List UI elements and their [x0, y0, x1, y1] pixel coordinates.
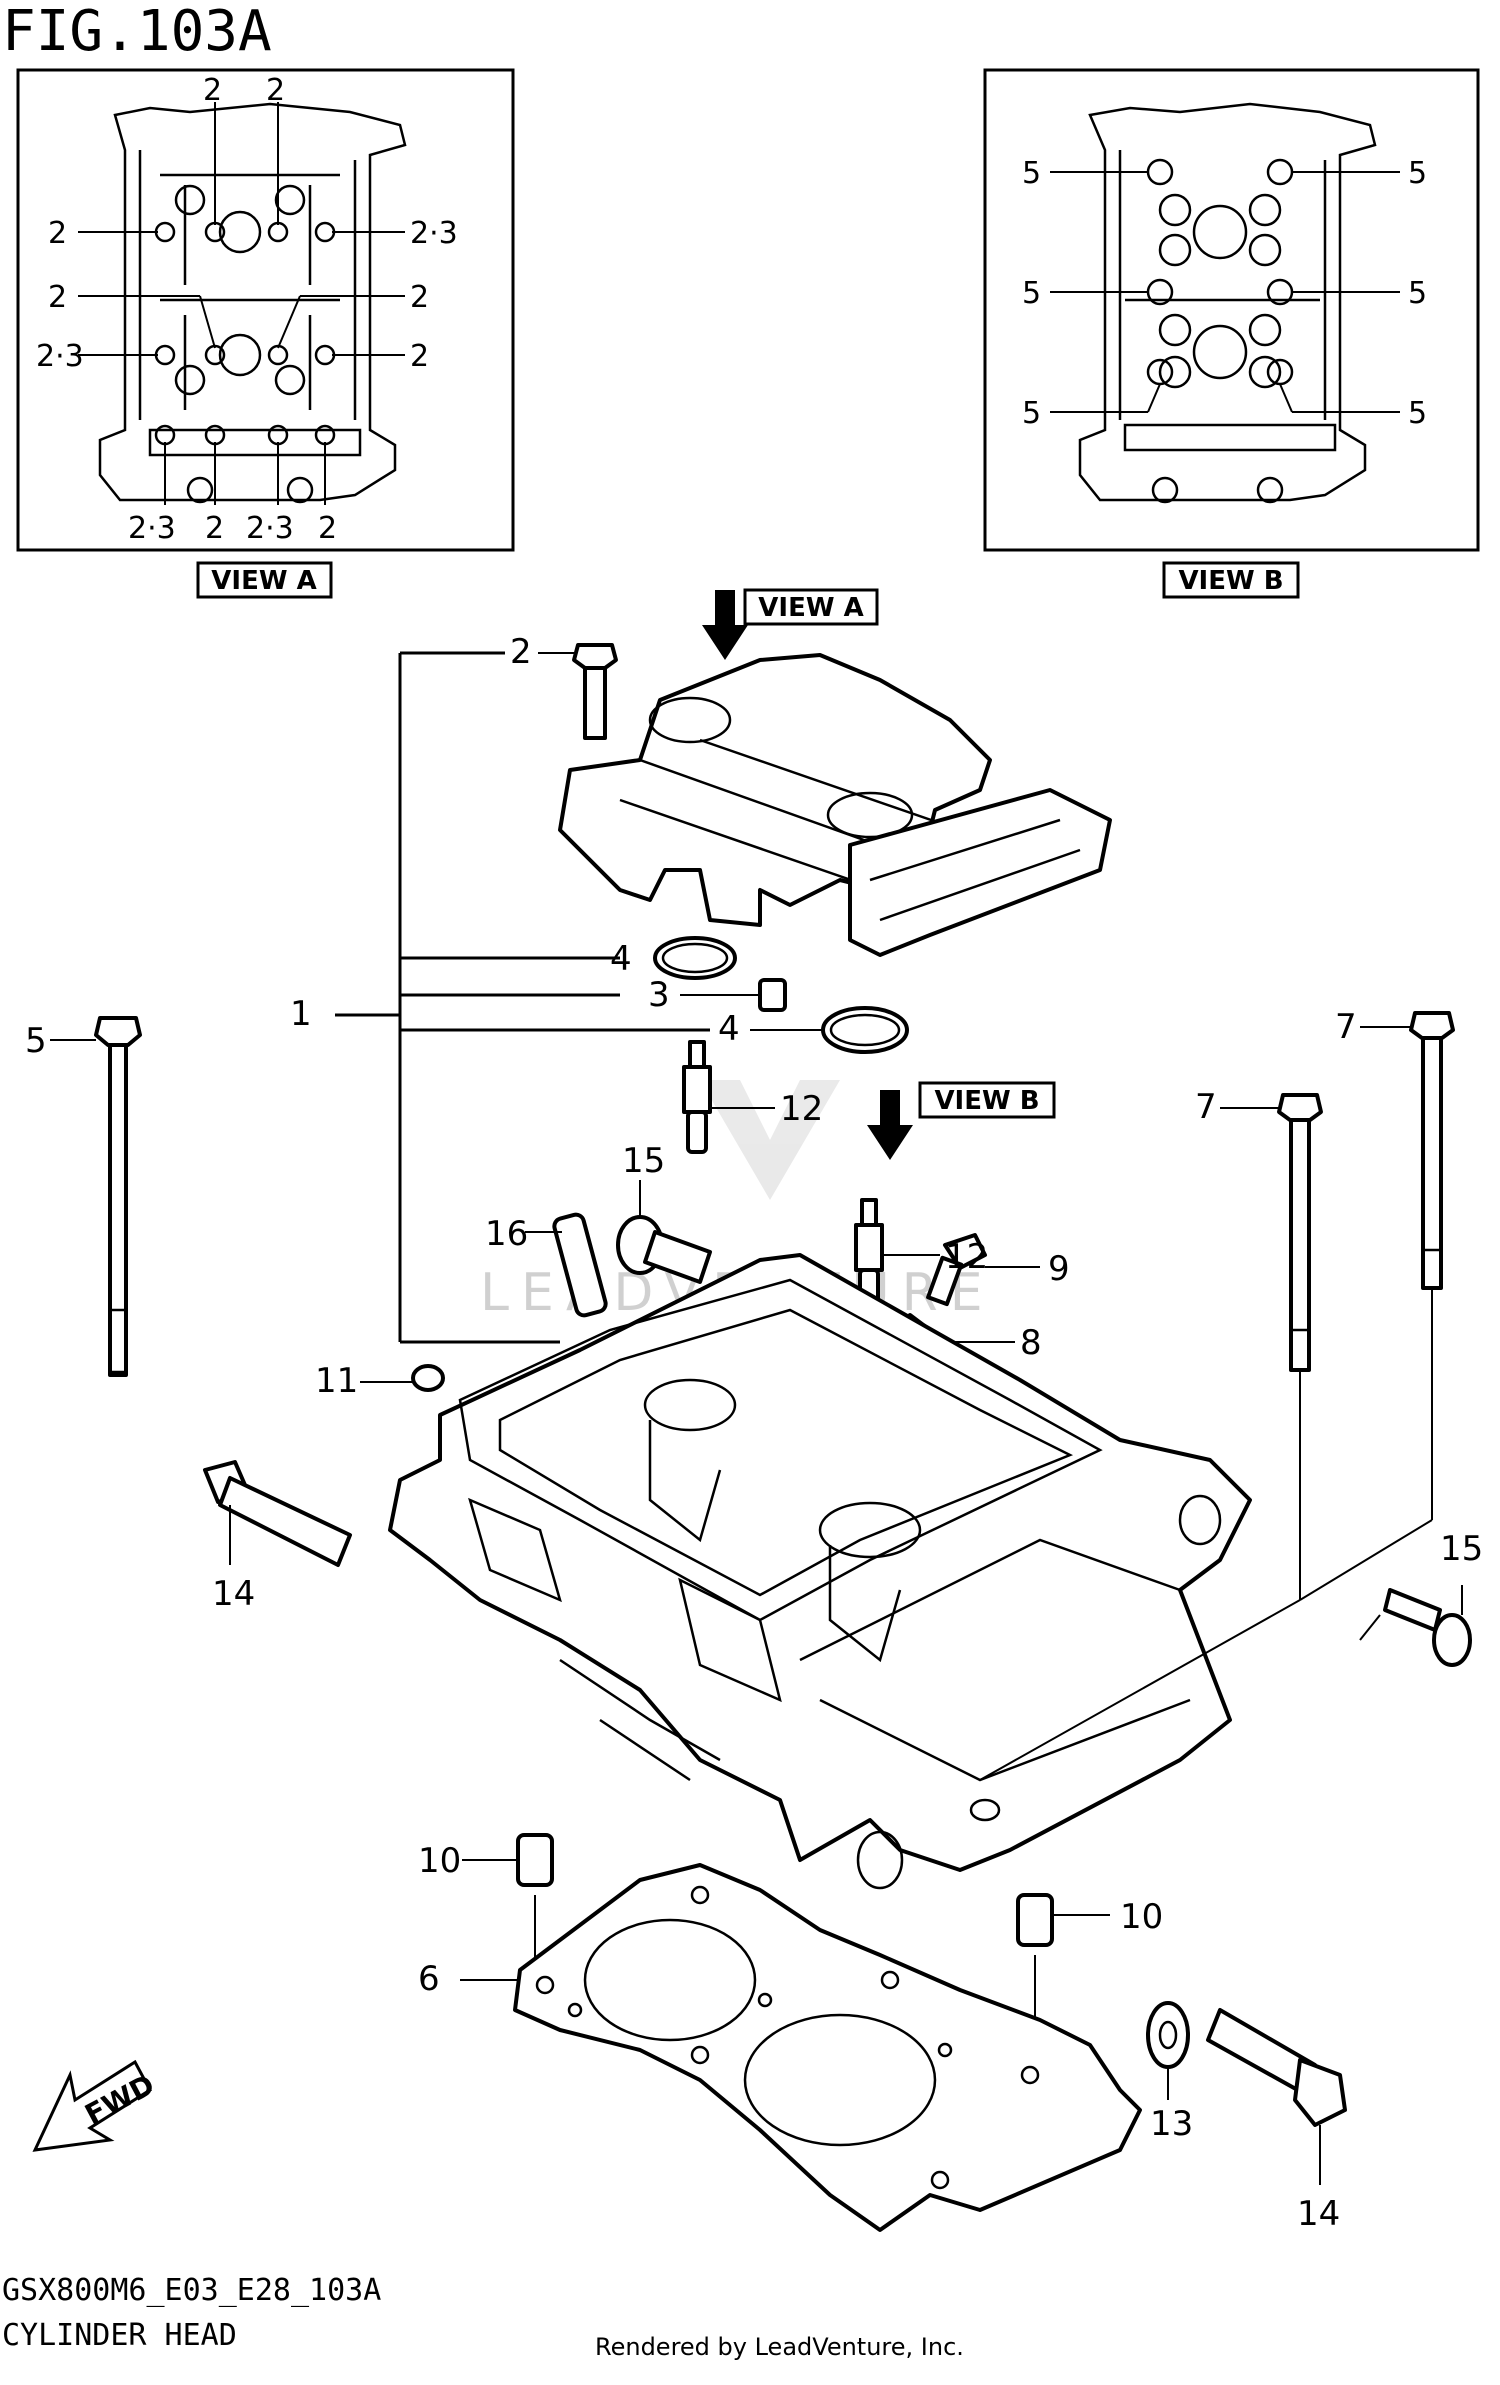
- callout-part-2: 2: [510, 632, 532, 672]
- leader-lines-right: [979, 1288, 1433, 1781]
- part-16-fitting: [525, 1212, 608, 1318]
- part-1-bracket: [335, 651, 710, 1344]
- callout-part-16: 16: [485, 1214, 528, 1254]
- view-b-callout: 5: [1022, 396, 1041, 431]
- part-5-head-bolt: [50, 1016, 142, 1377]
- figure-title: CYLINDER HEAD: [2, 2318, 237, 2353]
- view-b-inset: 5 5 5 5 5 5: [983, 68, 1480, 552]
- part-15-bolt: [1359, 1585, 1472, 1667]
- part-14-bolt: [1206, 2008, 1347, 2185]
- part-14-bolt: [203, 1460, 352, 1567]
- view-a-arrow: [702, 590, 748, 660]
- callout-part-7: 7: [1335, 1007, 1357, 1047]
- view-b-main-label: VIEW B: [934, 1086, 1039, 1116]
- part-4-o-ring: [653, 936, 737, 980]
- view-b-tag: VIEW B: [1162, 561, 1300, 599]
- view-a-label: VIEW A: [211, 566, 316, 596]
- view-b-callout: 5: [1022, 156, 1041, 191]
- view-a-callout: 2: [203, 73, 222, 108]
- callout-part-6: 6: [418, 1959, 440, 1999]
- view-a-tag: VIEW A: [196, 561, 333, 599]
- drawing-code: GSX800M6_E03_E28_103A: [2, 2273, 381, 2308]
- view-a-main-label: VIEW A: [758, 593, 863, 623]
- callout-part-9: 9: [1048, 1249, 1070, 1289]
- view-b-arrow: [867, 1090, 913, 1160]
- part-13-washer: [1146, 2001, 1190, 2100]
- view-a-callout: 2: [48, 280, 67, 315]
- callout-part-15: 15: [1440, 1529, 1483, 1569]
- part-2-bolt: [538, 643, 618, 740]
- part-11-plug: [360, 1364, 445, 1392]
- view-a-callout: 2·3: [246, 511, 294, 546]
- part-4-o-ring: [750, 1006, 909, 1054]
- rendered-by: Rendered by LeadVenture, Inc.: [595, 2333, 964, 2361]
- callout-part-11: 11: [315, 1361, 358, 1401]
- part-9-bolt: [926, 1233, 1040, 1307]
- callout-part-12: 12: [780, 1089, 823, 1129]
- part-15-plug-bolt: [616, 1180, 712, 1284]
- cylinder-head: [388, 1253, 1252, 1890]
- callout-part-14: 14: [212, 1574, 255, 1614]
- figure-id: FIG.103A: [2, 0, 272, 64]
- callout-part-10: 10: [1120, 1897, 1163, 1937]
- part-7-bolt: [1360, 1011, 1455, 1290]
- view-b-callout: 5: [1022, 276, 1041, 311]
- view-a-callout: 2: [205, 511, 224, 546]
- view-a-callout: 2·3: [36, 339, 84, 374]
- part-7-bolt: [1220, 1093, 1323, 1372]
- view-a-main-tag: VIEW A: [743, 588, 879, 626]
- view-b-callout: 5: [1408, 276, 1427, 311]
- part-3-dowel: [680, 978, 787, 1012]
- fwd-arrow-icon: FWD: [32, 2059, 160, 2152]
- callout-part-3: 3: [648, 975, 670, 1015]
- view-a-callout: 2: [410, 339, 429, 374]
- part-10-dowel: [1016, 1893, 1110, 2040]
- callout-part-12: 12: [945, 1237, 988, 1277]
- callout-part-1: 1: [290, 994, 312, 1034]
- view-a-inset: 2 2 2 2·3 2 2 2·3 2 2·3 2 2·3 2: [16, 68, 515, 552]
- view-b-label: VIEW B: [1178, 566, 1283, 596]
- callout-part-5: 5: [25, 1021, 47, 1061]
- callout-part-14: 14: [1297, 2194, 1340, 2234]
- callout-part-10: 10: [418, 1841, 461, 1881]
- part-10-dowel: [462, 1833, 554, 1960]
- view-b-callout: 5: [1408, 156, 1427, 191]
- view-a-callout: 2·3: [410, 216, 458, 251]
- view-b-callout: 5: [1408, 396, 1427, 431]
- callout-part-4: 4: [610, 939, 632, 979]
- view-a-callout: 2: [318, 511, 337, 546]
- part-6-head-gasket: [460, 1863, 1142, 2232]
- callout-part-13: 13: [1150, 2104, 1193, 2144]
- callout-part-7: 7: [1195, 1087, 1217, 1127]
- cam-housing: [558, 653, 1112, 957]
- view-a-callout: 2: [48, 216, 67, 251]
- view-a-callout: 2: [266, 73, 285, 108]
- callout-part-15: 15: [622, 1141, 665, 1181]
- view-a-callout: 2: [410, 280, 429, 315]
- view-b-main-tag: VIEW B: [918, 1081, 1056, 1119]
- part-12-spark-plug: [682, 1040, 775, 1154]
- callout-part-4: 4: [718, 1009, 740, 1049]
- callout-part-8: 8: [1020, 1323, 1042, 1363]
- view-a-callout: 2·3: [128, 511, 176, 546]
